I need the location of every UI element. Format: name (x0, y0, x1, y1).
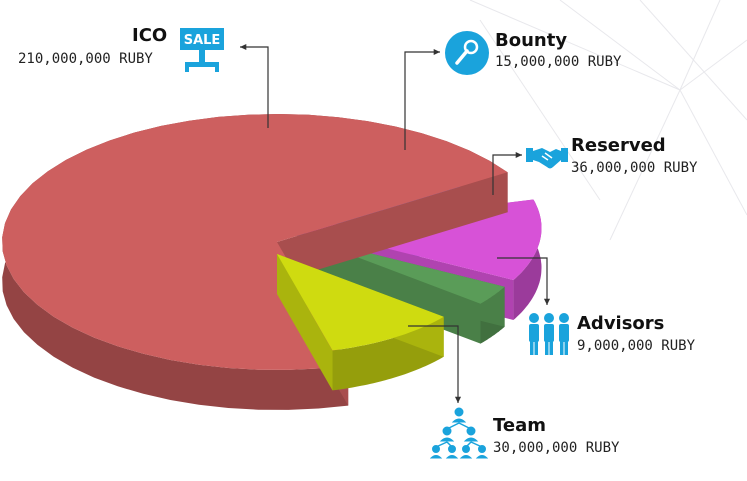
people-group-icon (529, 313, 569, 355)
background-line (609, 89, 681, 241)
slice-value-advisors: 9,000,000 RUBY (577, 338, 696, 354)
slice-label-team: Team (493, 415, 546, 436)
slice-value-team: 30,000,000 RUBY (493, 440, 620, 456)
microphone-icon (445, 31, 489, 75)
sale-sign-icon: SALE (180, 28, 224, 72)
connector-reserved (492, 154, 522, 195)
background-line (479, 19, 601, 201)
background-line (559, 0, 681, 91)
slice-side-ico (277, 172, 508, 282)
connector-ico (240, 46, 269, 128)
slice-label-ico: ICO (132, 25, 168, 46)
svg-text:SALE: SALE (184, 33, 221, 48)
slice-value-reserved: 36,000,000 RUBY (571, 160, 698, 176)
connector-arrow-ico (240, 43, 247, 51)
pie-slices (2, 114, 542, 410)
slice-label-advisors: Advisors (577, 313, 665, 334)
background-line (679, 89, 747, 216)
slice-team (277, 254, 444, 351)
slice-side-team (277, 254, 333, 391)
background-line (679, 39, 747, 91)
connector-arrow-advisors (543, 298, 551, 305)
background-line (469, 0, 681, 91)
connector-advisors (497, 257, 548, 305)
background-line (639, 0, 747, 121)
org-hierarchy-icon (430, 407, 488, 459)
slice-label-reserved: Reserved (571, 135, 666, 156)
connector-arrow-reserved (515, 151, 522, 159)
slice-label-bounty: Bounty (495, 30, 568, 51)
connector-team (408, 325, 459, 403)
connector-lines (240, 43, 551, 403)
background-line (679, 0, 721, 91)
connector-arrow-team (454, 396, 462, 403)
handshake-icon (526, 148, 568, 169)
slice-value-ico: 210,000,000 RUBY (18, 51, 153, 67)
background-decoration (469, 0, 747, 241)
connector-bounty (404, 51, 440, 150)
slice-ico (2, 114, 508, 370)
connector-arrow-bounty (433, 48, 440, 56)
slice-value-bounty: 15,000,000 RUBY (495, 54, 622, 70)
